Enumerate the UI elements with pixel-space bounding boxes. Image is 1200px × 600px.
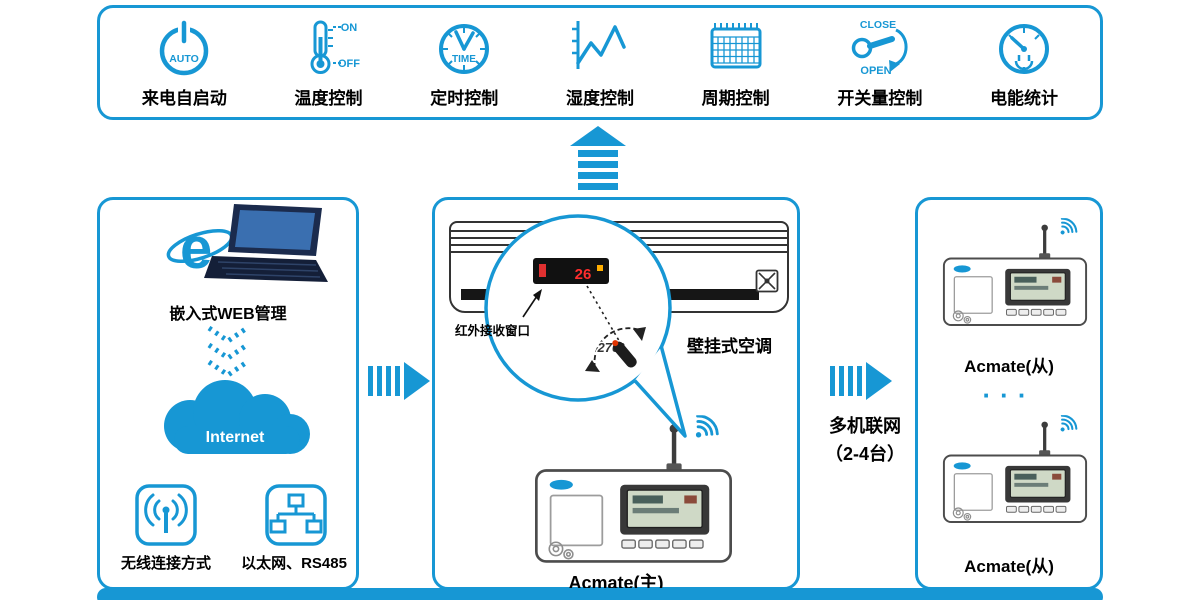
acmate-slave-device-1 <box>940 218 1090 329</box>
feature-label: 周期控制 <box>701 89 770 108</box>
feature-label: 温度控制 <box>294 89 363 108</box>
power-meter-icon <box>999 24 1050 74</box>
feature-label: 湿度控制 <box>565 89 634 108</box>
fan-vent-icon <box>755 269 779 293</box>
web-management-label: 嵌入式WEB管理 <box>169 306 287 323</box>
web-management-panel: e 嵌入式WEB管理 Interne <box>97 197 359 590</box>
ellipsis-dots: ··· <box>982 380 1036 410</box>
wifi-box-icon <box>135 484 197 546</box>
acmate-slave-device-2 <box>940 415 1090 526</box>
wireless-label: 无线连接方式 <box>120 555 211 572</box>
flow-arrow-left <box>368 362 430 400</box>
feature-item-power-meter: 电能统计 <box>990 17 1058 109</box>
ir-display: 26 <box>533 258 609 284</box>
feature-item-switch: CLOSE OPEN 开关量控制 <box>837 17 922 109</box>
ethernet-label: 以太网、RS485 <box>241 555 347 572</box>
chevrons-down-icon <box>207 326 249 379</box>
magnifier-callout: 26 红外接收窗口 270° <box>455 214 687 438</box>
slave-devices-panel: Acmate(从) ··· Acmate(从) <box>915 197 1103 590</box>
ac-label: 壁挂式空调 <box>687 337 772 356</box>
feature-item-timer: TIME 定时控制 <box>430 17 498 109</box>
remote-icon <box>612 340 637 368</box>
feature-item-calendar: 周期控制 <box>702 17 770 109</box>
multi-network-label: 多机联网 （2-4台） <box>800 413 930 469</box>
switch-icon: CLOSE OPEN <box>851 19 908 77</box>
internet-label: Internet <box>206 429 265 446</box>
ir-window-label: 红外接收窗口 <box>455 323 530 338</box>
close-text: CLOSE <box>860 19 896 31</box>
timer-icon: TIME <box>439 24 490 74</box>
multi-network-line2: （2-4台） <box>824 443 905 464</box>
open-text: OPEN <box>860 65 891 77</box>
feature-label: 电能统计 <box>990 89 1059 108</box>
feature-item-humidity: 湿度控制 <box>566 17 634 109</box>
calendar-icon <box>710 23 762 69</box>
time-text: TIME <box>452 54 476 65</box>
laptop-icon <box>204 204 328 282</box>
acmate-slave-label-1: Acmate(从) <box>964 357 1054 376</box>
flow-arrow-right <box>830 362 892 400</box>
ethernet-box-icon <box>265 484 327 546</box>
bottom-accent-bar <box>97 588 1103 600</box>
up-arrow <box>570 126 626 190</box>
ie-browser-icon: e <box>166 216 234 281</box>
on-text: ON <box>340 22 357 34</box>
features-bar: AUTO 来电自启动 ON OFF 温度控制 <box>97 5 1103 120</box>
feature-label: 来电自启动 <box>141 89 227 108</box>
feature-item-temperature: ON OFF 温度控制 <box>295 17 363 109</box>
display-value: 26 <box>575 266 592 283</box>
humidity-icon <box>571 21 626 69</box>
ac-control-panel: 壁挂式空调 26 红外接收窗口 270° <box>432 197 800 593</box>
multi-network-line1: 多机联网 <box>829 416 901 436</box>
temperature-icon: ON OFF <box>310 20 360 74</box>
feature-label: 开关量控制 <box>837 89 923 108</box>
feature-label: 定时控制 <box>430 89 499 108</box>
feature-item-auto-start: AUTO 来电自启动 <box>142 17 227 109</box>
off-text: OFF <box>338 58 360 70</box>
acmate-slave-label-2: Acmate(从) <box>964 557 1054 576</box>
auto-text: AUTO <box>170 53 200 65</box>
auto-start-icon: AUTO <box>160 20 209 76</box>
internet-cloud-icon: Internet <box>164 380 310 454</box>
